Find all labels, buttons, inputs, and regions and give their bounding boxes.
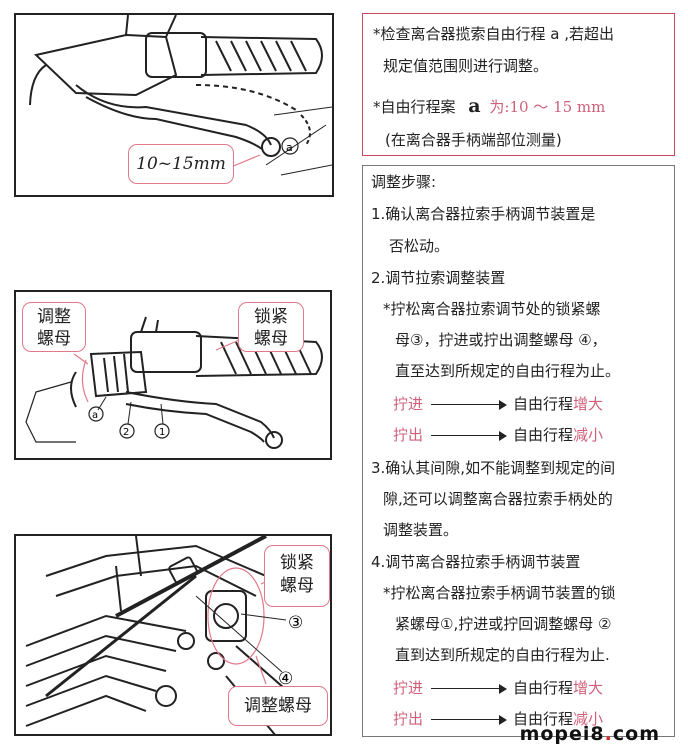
freeplay-marker-a: a bbox=[286, 141, 293, 154]
step4-line-c: 紧螺母①,拧进或拧回调整螺母 ② bbox=[395, 615, 612, 633]
step3-line-c: 调整装置。 bbox=[383, 521, 459, 539]
lock-nut-callout-panel3: 锁紧螺母 bbox=[264, 545, 330, 607]
step2-out-label: 拧出 bbox=[393, 426, 424, 444]
step4-in-row: 拧进 自由行程增大 bbox=[393, 678, 603, 698]
step4-in-result: 自由行程 bbox=[513, 679, 574, 697]
adjust-nut-callout-panel2: 调整螺母 bbox=[22, 302, 86, 352]
info-line-4: (在离合器手柄端部位测量) bbox=[385, 131, 562, 149]
step1-line-b: 否松动。 bbox=[389, 237, 450, 255]
lever-adjuster-illustration: a 2 1 bbox=[25, 316, 323, 449]
info-line-3: *自由行程案 a 为:10 ～ 15 mm bbox=[373, 96, 605, 117]
lock-nut-label-panel3: 锁紧螺母 bbox=[280, 553, 314, 596]
step3-line-b: 隙,还可以调整离合器拉索手柄处的 bbox=[383, 490, 613, 508]
step2-in-result: 自由行程 bbox=[513, 395, 574, 413]
step2-in-label: 拧进 bbox=[393, 395, 424, 413]
freeplay-measure-callout: 10~15mm bbox=[128, 144, 234, 184]
info-line-2: 规定值范围则进行调整。 bbox=[383, 57, 549, 75]
lock-nut-callout-panel2: 锁紧螺母 bbox=[238, 302, 304, 352]
engine-number-4: ④ bbox=[278, 669, 293, 689]
panel-lever-freeplay: a 10~15mm bbox=[14, 13, 334, 197]
step2-out-result: 自由行程 bbox=[513, 426, 574, 444]
info-line-1: *检查离合器揽索自由行程 a ,若超出 bbox=[373, 25, 614, 43]
adjustment-steps-box: 调整步骤: 1.确认离合器拉索手柄调节装置是 否松动。 2.调节拉索调整装置 *… bbox=[362, 165, 675, 737]
freeplay-measure-label: 10~15mm bbox=[136, 154, 226, 174]
step4-in-label: 拧进 bbox=[393, 679, 424, 697]
watermark-part-3: com bbox=[612, 723, 660, 745]
step2-out-decrease: 减小 bbox=[573, 426, 604, 444]
adjust-nut-label-panel2: 调整螺母 bbox=[37, 307, 71, 349]
step4-out-row: 拧出 自由行程减小 bbox=[393, 709, 603, 729]
info-line-3-prefix: *自由行程案 bbox=[373, 98, 456, 116]
adjuster-marker-a: a bbox=[92, 410, 98, 421]
watermark-dot: . bbox=[604, 723, 613, 745]
info-line-3-symbol: a bbox=[468, 95, 481, 117]
step4-out-arrow-icon bbox=[431, 714, 508, 725]
watermark-part-1: mopei8 bbox=[519, 723, 605, 745]
step4-in-arrow-icon bbox=[431, 683, 508, 694]
panel-lever-adjuster: a 2 1 调整螺母 锁紧螺母 bbox=[14, 290, 332, 460]
step2-in-arrow-icon bbox=[431, 399, 508, 410]
step4-line-b: *拧松离合器拉索手柄调节装置的锁 bbox=[383, 584, 616, 602]
adjuster-number-2: 2 bbox=[123, 427, 129, 438]
step1-line-a: 1.确认离合器拉索手柄调节装置是 bbox=[371, 205, 596, 223]
adjust-nut-label-panel3: 调整螺母 bbox=[244, 696, 312, 716]
step4-in-increase: 增大 bbox=[573, 679, 604, 697]
panel-engine-adjuster: ③ ④ 锁紧螺母 调整螺母 bbox=[14, 534, 332, 736]
lever-freeplay-illustration: a bbox=[29, 15, 332, 176]
lock-nut-label-panel2: 锁紧螺母 bbox=[254, 307, 288, 349]
freeplay-info-box: *检查离合器揽索自由行程 a ,若超出 规定值范围则进行调整。 *自由行程案 a… bbox=[362, 13, 675, 156]
step4-out-label: 拧出 bbox=[393, 710, 424, 728]
adjuster-number-1: 1 bbox=[159, 427, 165, 438]
step2-in-row: 拧进 自由行程增大 bbox=[393, 394, 603, 414]
step2-line-b: *拧松离合器拉索调节处的锁紧螺 bbox=[383, 300, 601, 318]
adjust-nut-callout-panel3: 调整螺母 bbox=[228, 686, 328, 726]
steps-heading: 调整步骤: bbox=[371, 173, 437, 191]
info-line-3-suffix: 为:10 ～ 15 mm bbox=[489, 98, 606, 116]
step2-line-c: 母③，拧进或拧出调整螺母 ④， bbox=[395, 331, 607, 349]
step4-out-decrease: 减小 bbox=[573, 710, 604, 728]
step4-line-d: 直到达到所规定的自由行程为止. bbox=[395, 646, 610, 664]
step4-out-result: 自由行程 bbox=[513, 710, 574, 728]
step4-line-a: 4.调节离合器拉索手柄调节装置 bbox=[371, 553, 581, 571]
step2-line-d: 直至达到所规定的自由行程为止。 bbox=[395, 362, 621, 380]
step2-line-a: 2.调节拉索调整装置 bbox=[371, 269, 506, 287]
engine-number-3: ③ bbox=[288, 613, 303, 633]
step2-in-increase: 增大 bbox=[573, 395, 604, 413]
step2-out-arrow-icon bbox=[431, 430, 508, 441]
step2-out-row: 拧出 自由行程减小 bbox=[393, 425, 603, 445]
site-watermark: mopei8.com bbox=[520, 723, 660, 745]
step3-line-a: 3.确认其间隙,如不能调整到规定的间 bbox=[371, 459, 616, 477]
